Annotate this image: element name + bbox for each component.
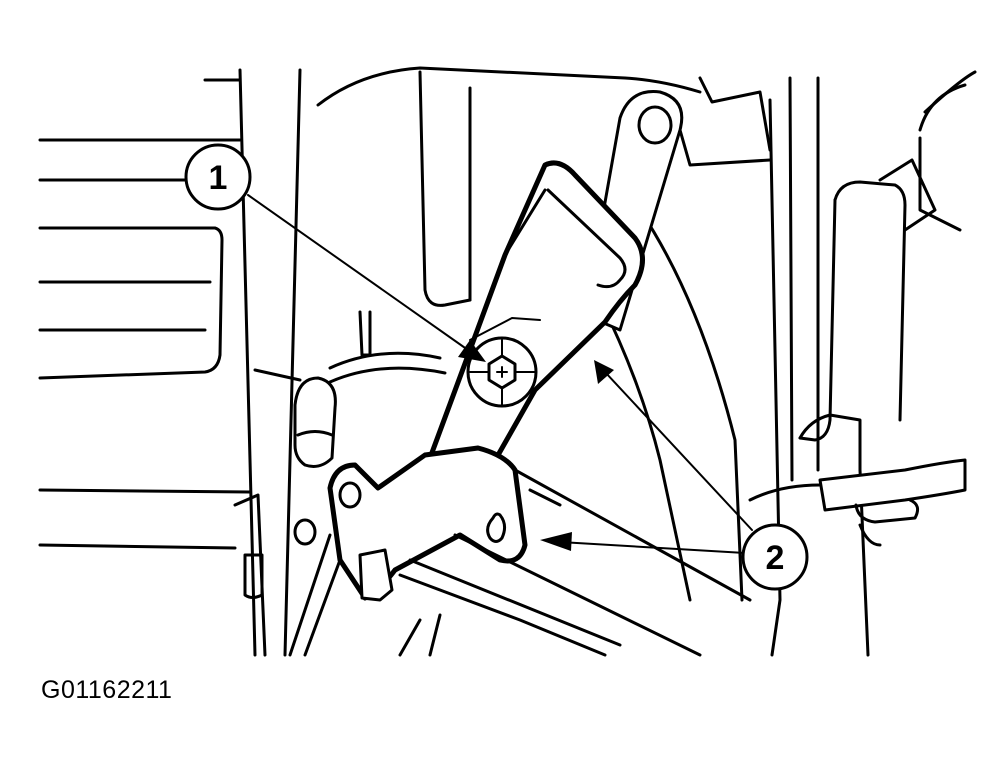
housing bbox=[316, 66, 977, 657]
adjusting-bolt bbox=[466, 336, 538, 408]
callout-1: 1 bbox=[184, 143, 252, 211]
arrow-1-head bbox=[458, 340, 486, 362]
right-cable bbox=[748, 458, 967, 547]
lower-bracket bbox=[293, 445, 528, 602]
callout-2-number: 2 bbox=[766, 539, 785, 577]
left-panel bbox=[38, 68, 302, 657]
callout-2: 2 bbox=[741, 523, 809, 591]
arrow-2a-head bbox=[594, 360, 614, 384]
base-plates bbox=[288, 468, 752, 657]
callout-1-number: 1 bbox=[209, 159, 228, 197]
figure-id-label: G01162211 bbox=[41, 676, 173, 704]
arrow-2b-head bbox=[540, 532, 572, 551]
left-peg bbox=[293, 310, 447, 468]
leader-lines bbox=[247, 194, 753, 554]
